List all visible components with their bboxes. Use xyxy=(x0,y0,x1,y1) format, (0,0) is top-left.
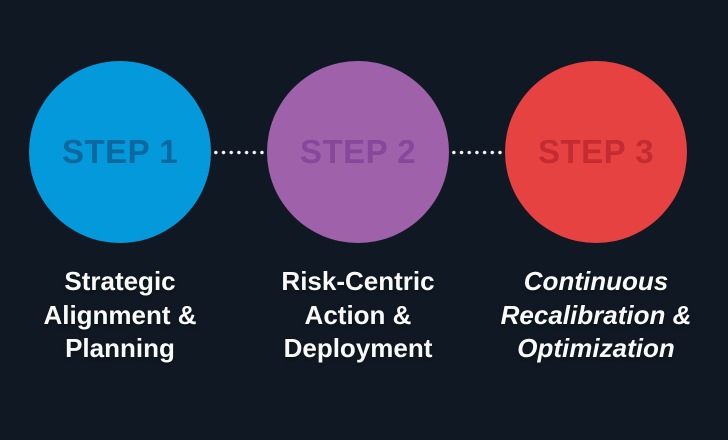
step-3-block: STEP 3 Continuous Recalibration & Optimi… xyxy=(476,61,716,366)
step-2-title: Risk-Centric Action & Deployment xyxy=(281,266,435,364)
step-3-number-label: STEP 3 xyxy=(537,133,655,170)
step-1-circle: STEP 1 xyxy=(29,61,211,243)
step-1-block: STEP 1 Strategic Alignment & Planning xyxy=(0,61,240,366)
dotted-connector-step1-step2 xyxy=(212,150,266,155)
step-3-circle: STEP 3 xyxy=(505,61,687,243)
step-2-number-label: STEP 2 xyxy=(299,133,417,170)
step-2-block: STEP 2 Risk-Centric Action & Deployment xyxy=(238,61,478,366)
step-3-title: Continuous Recalibration & Optimization xyxy=(500,266,692,364)
step-2-circle: STEP 2 xyxy=(267,61,449,243)
step-1-title: Strategic Alignment & Planning xyxy=(43,266,197,364)
dotted-connector-step2-step3 xyxy=(450,150,504,155)
step-1-number-label: STEP 1 xyxy=(61,133,179,170)
